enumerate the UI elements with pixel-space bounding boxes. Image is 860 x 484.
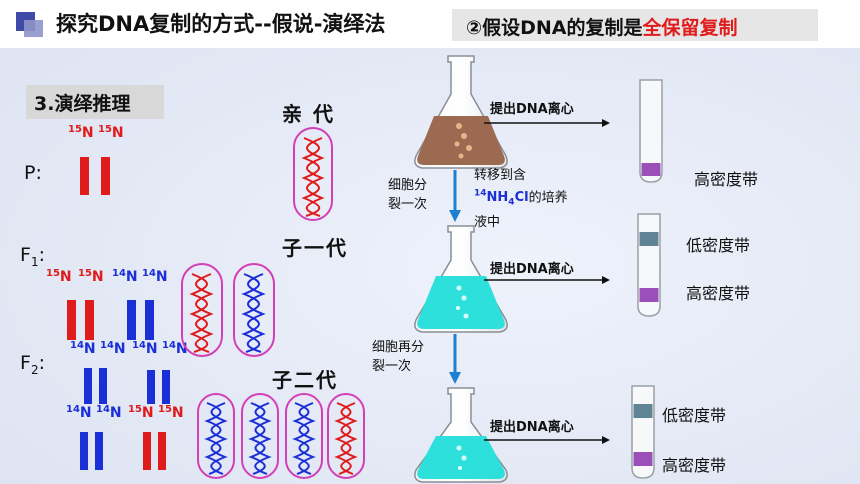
strands-f1-old bbox=[67, 300, 94, 340]
flask-icon-parent bbox=[414, 55, 508, 169]
centrifuge-label-3: 提出DNA离心 bbox=[490, 420, 574, 435]
band-low-first bbox=[639, 232, 659, 246]
centrifuge-tube-icon-parent bbox=[639, 79, 663, 183]
centrifuge-label-1: 提出DNA离心 bbox=[490, 102, 574, 117]
isotope-label-f1-c: 14N bbox=[112, 268, 138, 285]
hypothesis-text: ②假设DNA的复制是全保留复制 bbox=[466, 13, 737, 40]
dna-helices bbox=[181, 127, 365, 479]
label-p: P: bbox=[24, 162, 42, 184]
arrow-icon-centrifuge-2 bbox=[484, 276, 610, 284]
strands-f2-b bbox=[147, 370, 170, 404]
strands-f2-c bbox=[80, 432, 103, 470]
arrow-icon-centrifuge-1 bbox=[484, 119, 610, 127]
dna-helix-icon-f2-c bbox=[285, 393, 323, 479]
section-box bbox=[26, 85, 164, 119]
isotope-label-f1-b: 15N bbox=[78, 268, 104, 285]
label-f2: F2: bbox=[20, 352, 45, 377]
flask-icon-second bbox=[414, 387, 508, 483]
isotope-label-f2-f: 14N bbox=[96, 404, 122, 421]
strands-f1-new bbox=[127, 300, 154, 340]
transfer-text: 转移到含 14NH4Cl的培养 液中 bbox=[474, 168, 568, 230]
band-low-second bbox=[633, 404, 653, 418]
band-high-second bbox=[633, 452, 653, 466]
strand-bars bbox=[67, 157, 170, 470]
flask-icon-first bbox=[414, 225, 508, 333]
centrifuge-tube-icon-second bbox=[631, 385, 655, 479]
isotope-label-f2-c: 14N bbox=[132, 340, 158, 357]
isotope-label-f1-a: 15N bbox=[46, 268, 72, 285]
band-label-high-first: 高密度带 bbox=[686, 284, 751, 303]
title-parent: 亲 代 bbox=[282, 102, 335, 126]
isotope-label-f2-a: 14N bbox=[70, 340, 96, 357]
isotope-label-p-left: 15N bbox=[68, 124, 94, 141]
band-high-first bbox=[639, 288, 659, 302]
isotope-label-f2-b: 14N bbox=[100, 340, 126, 357]
strands-f2-a bbox=[84, 368, 107, 404]
band-label-low-first: 低密度带 bbox=[686, 236, 751, 255]
dna-helix-icon-parent bbox=[293, 127, 333, 221]
title-first: 子一代 bbox=[282, 236, 348, 260]
label-f1: F1: bbox=[20, 244, 45, 269]
isotope-label-f2-h: 15N bbox=[158, 404, 184, 421]
arrow-icon-divide-once bbox=[449, 170, 461, 222]
arrow-icon-centrifuge-3 bbox=[484, 436, 610, 444]
dna-helix-icon-f2-d bbox=[327, 393, 365, 479]
hypothesis-box bbox=[452, 9, 818, 41]
section-label: 3.演绎推理 bbox=[34, 93, 131, 115]
band-label-low-second: 低密度带 bbox=[662, 406, 727, 425]
isotope-label-f2-d: 14N bbox=[162, 340, 188, 357]
experiment-graphics bbox=[414, 55, 663, 483]
isotope-label-p-right: 15N bbox=[98, 124, 124, 141]
isotope-label-f1-d: 14N bbox=[142, 268, 168, 285]
centrifuge-tube-icon-first bbox=[637, 213, 661, 317]
isotope-label-f2-g: 15N bbox=[128, 404, 154, 421]
dna-helix-icon-f2-b bbox=[241, 393, 279, 479]
centrifuge-label-2: 提出DNA离心 bbox=[490, 262, 574, 277]
dna-helix-icon-f1-a bbox=[181, 263, 223, 357]
divide-once-text: 细胞分裂一次 bbox=[388, 178, 428, 212]
page-title: 探究DNA复制的方式--假说-演绎法 bbox=[56, 12, 386, 36]
title-square-icon bbox=[16, 12, 43, 37]
isotope-label-f2-e: 14N bbox=[66, 404, 92, 421]
dna-helix-icon-f1-b bbox=[233, 263, 275, 357]
dna-helix-icon-f2-a bbox=[197, 393, 235, 479]
divide-again-text: 细胞再分裂一次 bbox=[372, 340, 425, 374]
hypothesis-prefix: ②假设DNA的复制是 bbox=[466, 17, 643, 39]
arrow-icon-divide-again bbox=[449, 334, 461, 384]
hypothesis-highlight: 全保留复制 bbox=[642, 17, 738, 39]
title-second: 子二代 bbox=[272, 368, 338, 392]
band-label-high-second: 高密度带 bbox=[662, 456, 727, 475]
strands-f2-d bbox=[143, 432, 166, 470]
band-label-high-parent: 高密度带 bbox=[694, 170, 759, 189]
band-high-parent bbox=[641, 163, 661, 176]
strands-p bbox=[80, 157, 110, 195]
